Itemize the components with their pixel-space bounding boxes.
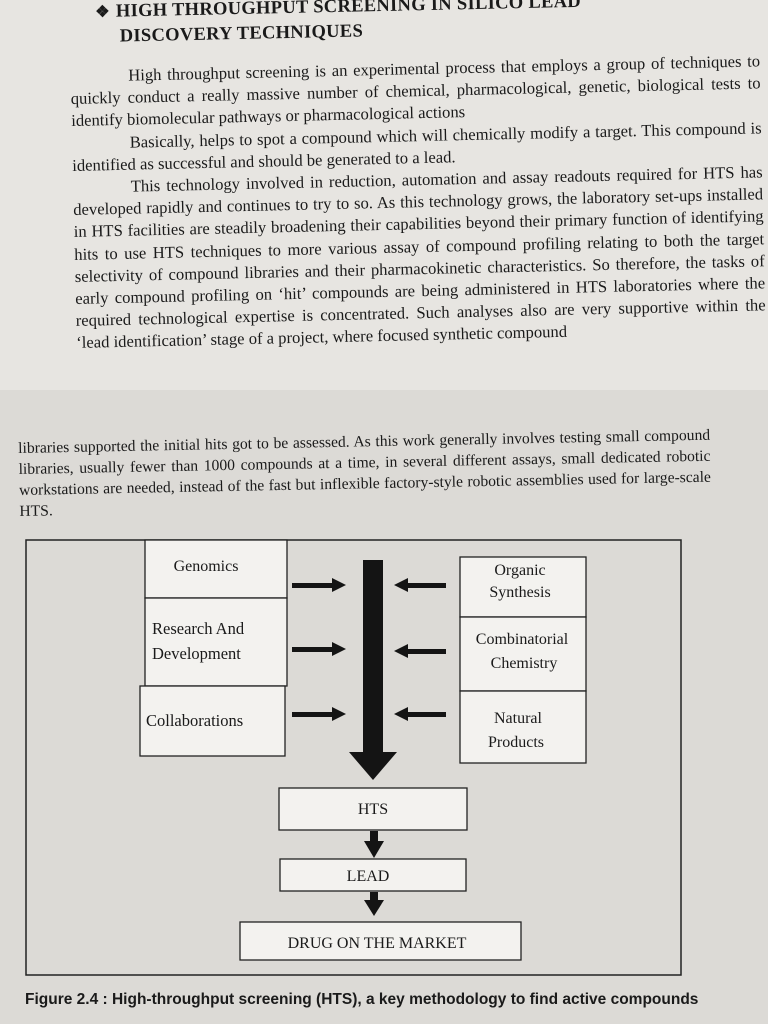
label-hts: HTS bbox=[358, 801, 388, 818]
section-heading: ❖HIGH THROUGHPUT SCREENING IN SILICO LEA… bbox=[95, 0, 736, 49]
box-collaborations bbox=[139, 685, 286, 757]
label-chemistry: Chemistry bbox=[491, 655, 558, 672]
box-lead bbox=[279, 858, 467, 892]
box-organic-synthesis bbox=[459, 556, 587, 618]
label-research-2: Development bbox=[152, 644, 241, 663]
central-arrow-icon bbox=[349, 560, 397, 780]
box-hts bbox=[278, 787, 468, 831]
label-collaborations: Collaborations bbox=[146, 711, 243, 730]
figure-caption: Figure 2.4 : High-throughput screening (… bbox=[25, 991, 699, 1008]
label-genomics: Genomics bbox=[174, 558, 239, 575]
label-organic: Organic bbox=[494, 562, 545, 579]
paragraph-3: This technology involved in reduction, a… bbox=[73, 162, 766, 353]
right-arrow-icon bbox=[292, 578, 346, 721]
body-text: High throughput screening is an experime… bbox=[70, 50, 766, 354]
label-products: Products bbox=[488, 734, 544, 751]
label-combinatorial: Combinatorial bbox=[476, 631, 569, 648]
label-drug-on-market: DRUG ON THE MARKET bbox=[288, 935, 467, 952]
box-combinatorial-chemistry bbox=[459, 616, 587, 692]
box-natural-products bbox=[459, 690, 587, 764]
hts-diagram: Genomics Research And Development Collab… bbox=[25, 539, 682, 976]
down-arrow-icon bbox=[364, 831, 384, 858]
diagram-frame bbox=[25, 539, 682, 976]
label-natural: Natural bbox=[494, 710, 543, 727]
label-research-1: Research And bbox=[152, 619, 245, 638]
upper-page: ❖HIGH THROUGHPUT SCREENING IN SILICO LEA… bbox=[0, 0, 768, 390]
box-research-development bbox=[144, 597, 288, 687]
down-arrow-icon bbox=[364, 892, 384, 916]
label-lead: LEAD bbox=[347, 868, 390, 885]
label-synthesis: Synthesis bbox=[489, 584, 550, 601]
left-arrow-icon bbox=[394, 578, 446, 721]
lower-page: libraries supported the initial hits got… bbox=[0, 390, 768, 1024]
box-drug-on-market bbox=[239, 921, 522, 961]
diamond-bullet-icon: ❖ bbox=[95, 3, 111, 21]
